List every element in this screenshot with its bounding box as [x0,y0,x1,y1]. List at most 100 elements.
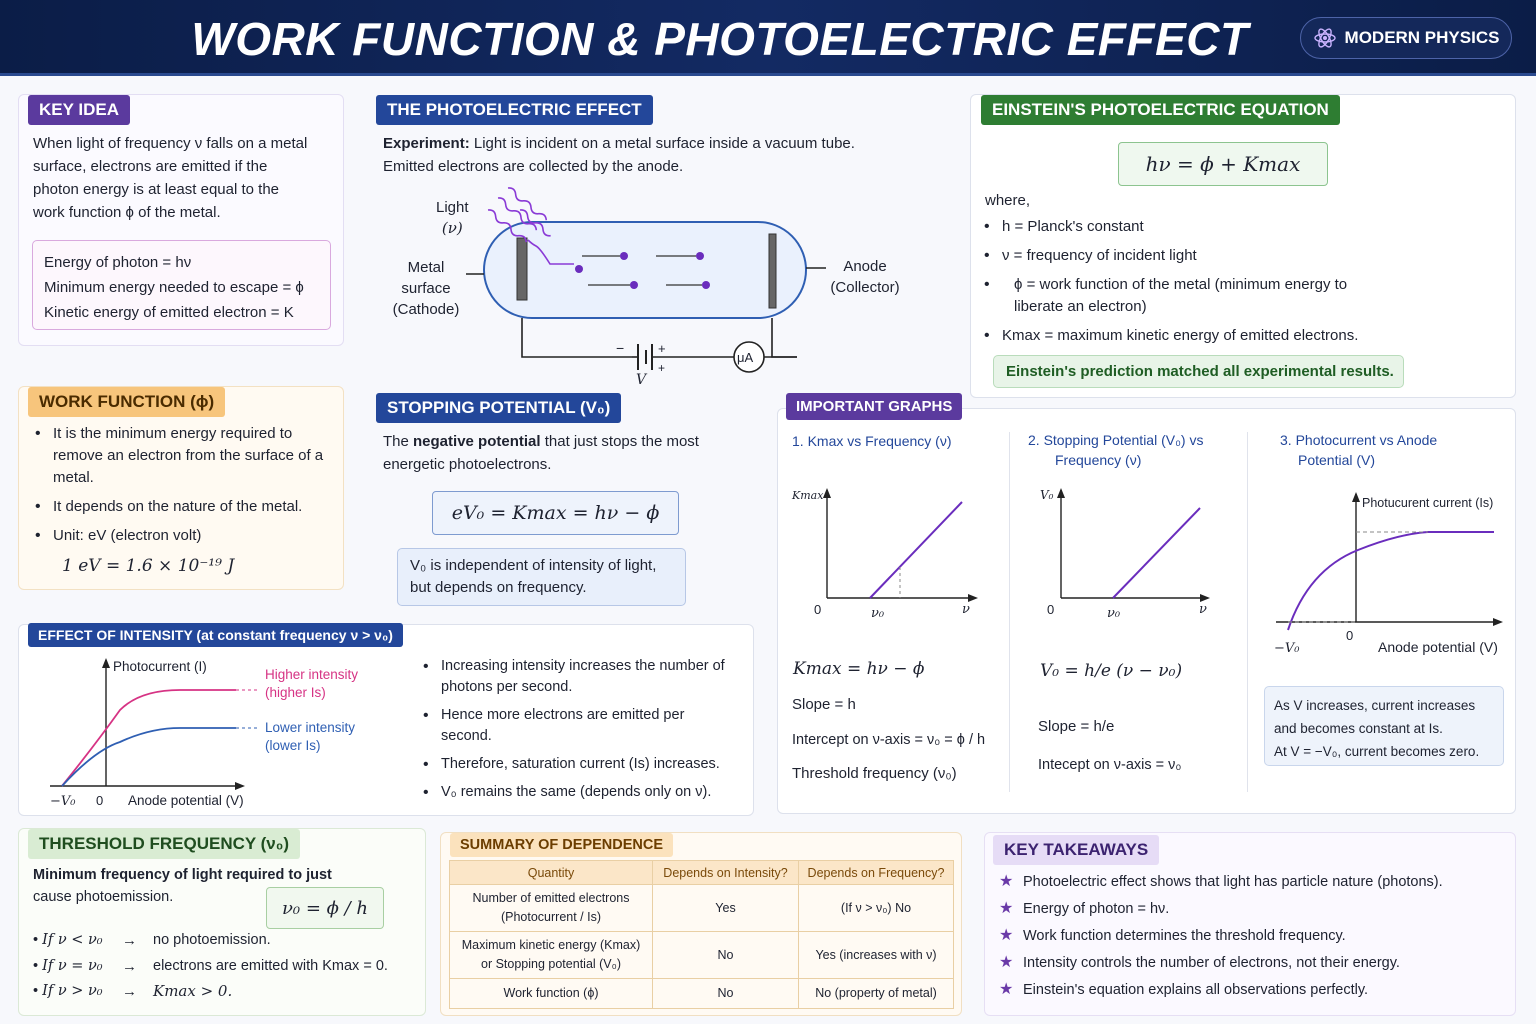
graph2-plot [1057,488,1210,602]
stopping-note-text: V₀ is independent of intensity of light,… [410,557,657,596]
graph2-eq: V₀ = h/e (ν − ν₀) [1040,661,1183,681]
microammeter-label: μA [737,350,754,365]
einstein-equation: hν = ϕ + Kmax [1118,142,1328,186]
where-label: where, [985,192,1031,209]
graph1-title: 1. Kmax vs Frequency (ν) [792,433,952,449]
case-row: • If ν = ν₀ [33,958,103,974]
graph-divider [1247,432,1248,792]
list-item: ★Intensity controls the number of electr… [999,954,1400,971]
einstein-note-text: Einstein's prediction matched all experi… [1006,363,1394,380]
star-icon: ★ [999,873,1014,890]
summary-table: Quantity Depends on Intensity? Depends o… [449,860,954,1009]
page-title: WORK FUNCTION & PHOTOELECTRIC EFFECT [191,13,1249,65]
battery-minus: − [616,340,625,356]
badge-label: MODERN PHYSICS [1344,28,1500,47]
case-arrow: → [122,932,137,949]
graph3-x: Anode potential (V) [1378,639,1498,655]
list-item: ν = frequency of incident light [982,245,1392,267]
list-item: It is the minimum energy required to rem… [33,423,333,489]
lower-intensity-label: Lower intensity(lower Is) [265,720,356,753]
battery-plus-2: + [658,361,666,375]
list-item: ★Einstein's equation explains all observ… [999,981,1369,998]
table-row: Work function (ϕ) No No (property of met… [449,978,954,1009]
intensity-y: Photocurrent (I) [113,659,207,674]
case-result: no photoemission. [153,932,271,948]
column-header: Depends on Frequency? [798,860,954,885]
threshold-tag: THRESHOLD FREQUENCY (ν₀) [28,829,301,859]
column-header: Depends on Intensity? [652,860,799,885]
list-item: Kmax = maximum kinetic energy of emitted… [982,325,1392,347]
graph3-o: 0 [1346,628,1354,643]
graph1-slope: Slope = h [792,696,856,713]
graph2-nu0: ν₀ [1107,606,1121,621]
stopping-desc: The negative potential that just stops t… [383,433,699,473]
key-idea-box [32,240,331,330]
star-icon: ★ [999,900,1014,917]
star-icon: ★ [999,981,1014,998]
graph3-plot [1276,492,1503,631]
graph1-x: ν [962,602,970,617]
key-idea-tag: KEY IDEA [28,95,130,125]
graph1-o: 0 [814,602,822,617]
work-function-list: It is the minimum energy required to rem… [33,423,333,554]
graph3-v0: −V₀ [1274,641,1300,656]
graph2-slope: Slope = h/e [1038,718,1115,735]
higher-intensity-label: Higher intensity(higher Is) [265,667,359,700]
table-row: Maximum kinetic energy (Kmax)or Stopping… [449,931,954,979]
list-item: It depends on the nature of the metal. [33,496,333,518]
stopping-tag: STOPPING POTENTIAL (V₀) [376,393,622,423]
threshold-equation: ν₀ = ϕ / h [266,887,384,929]
graph1-eq: Kmax = hν − ϕ [793,659,925,679]
intensity-o: 0 [96,793,104,808]
list-item: ★Energy of photon = hν. [999,900,1170,917]
atom-icon [1313,28,1336,48]
case-row: • If ν < ν₀ [33,932,103,948]
graph2-intercept: Intecept on ν-axis = ν₀ [1038,757,1182,773]
header-banner: WORK FUNCTION & PHOTOELECTRIC EFFECT MOD… [0,0,1536,76]
einstein-list: h = Planck's constant ν = frequency of i… [982,216,1392,354]
intensity-tag: EFFECT OF INTENSITY (at constant frequen… [28,623,403,647]
intensity-plot [50,658,260,790]
list-item: ϕ = work function of the metal (minimum … [982,274,1392,318]
list-item: Unit: eV (electron volt) [33,525,333,547]
graph3-y: Photucurent current (Is) [1362,496,1494,510]
battery-plus: + [658,341,666,356]
unit-equation: 1 eV = 1.6 × 10⁻¹⁹ J [62,556,235,576]
graphs-tag: IMPORTANT GRAPHS [786,393,963,420]
graph1-threshold: Threshold frequency (ν₀) [792,765,957,782]
graph-divider [1009,432,1010,792]
key-idea-text: When light of frequency ν falls on a met… [33,135,308,221]
work-function-tag: WORK FUNCTION (ϕ) [28,387,226,417]
graph1-y: Kmax [792,489,824,502]
modern-physics-badge: MODERN PHYSICS [1300,17,1512,59]
case-arrow: → [122,983,137,1000]
case-result: electrons are emitted with Kmax = 0. [153,958,388,974]
table-header-row: Quantity Depends on Intensity? Depends o… [449,860,954,885]
stopping-note [397,548,686,606]
photoelectric-desc: Experiment: Light is incident on a metal… [383,135,855,175]
graph2-o: 0 [1047,602,1055,617]
column-header: Quantity [449,860,653,885]
vacuum-tube-diagram [466,187,826,373]
einstein-tag: EINSTEIN'S PHOTOELECTRIC EQUATION [981,95,1340,125]
light-label: Light(ν) [436,199,469,237]
list-item: h = Planck's constant [982,216,1392,238]
graph1-plot [823,488,978,602]
takeaways-tag: KEY TAKEAWAYS [993,835,1160,865]
intensity-x: Anode potential (V) [128,793,244,808]
list-item: Hence more electrons are emitted per sec… [421,705,739,747]
graph3-note [1264,686,1504,766]
einstein-note [993,355,1404,388]
star-icon: ★ [999,954,1014,971]
summary-tag: SUMMARY OF DEPENDENCE [450,833,674,857]
graph1-intercept: Intercept on ν-axis = ν₀ = ϕ / h [792,732,986,748]
list-item: Therefore, saturation current (Is) incre… [421,754,739,775]
star-icon: ★ [999,927,1014,944]
case-row: • If ν > ν₀ [33,983,103,999]
list-item: Increasing intensity increases the numbe… [421,656,739,698]
intensity-list: Increasing intensity increases the numbe… [421,656,739,810]
